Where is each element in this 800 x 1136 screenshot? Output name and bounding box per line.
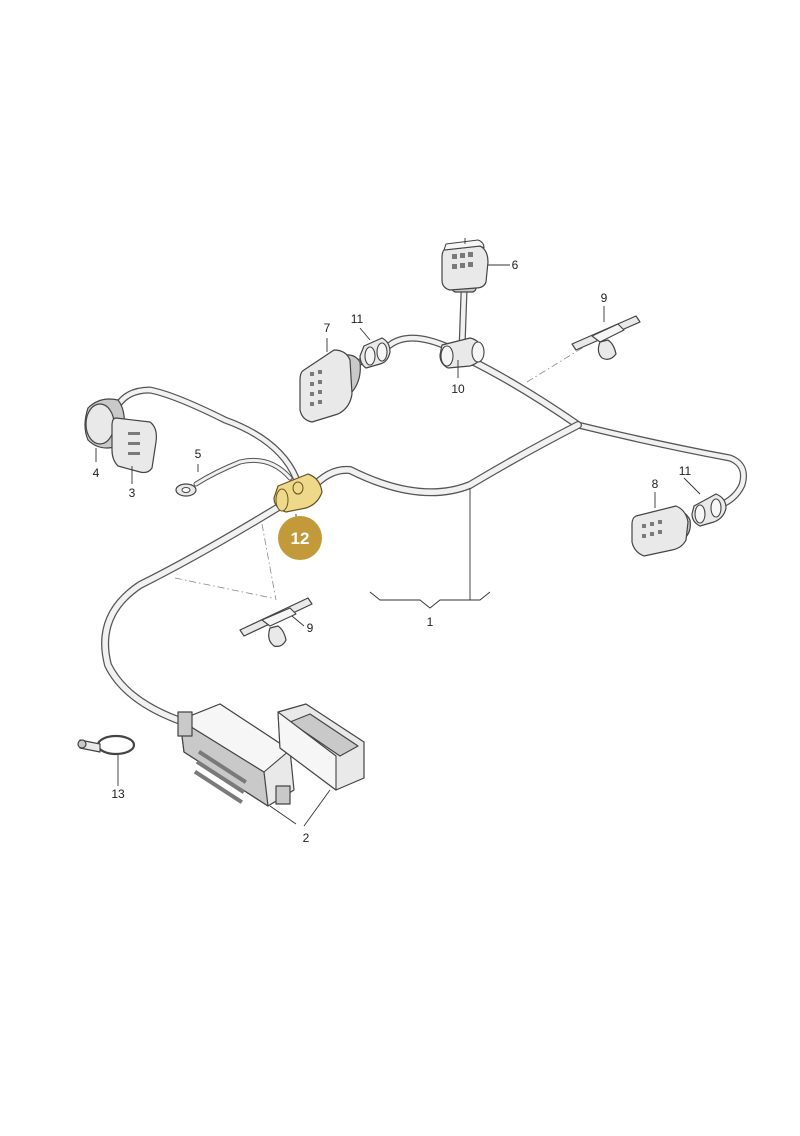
- grommet-junction-10[interactable]: [439, 337, 485, 369]
- ground-ring-terminal-5[interactable]: [175, 483, 197, 497]
- harness-bracket: [369, 488, 491, 609]
- ref-line-clip-lower-a: [174, 577, 273, 599]
- cable-tie-13[interactable]: [77, 734, 136, 756]
- label-12: 12: [291, 529, 310, 548]
- connector-7[interactable]: [299, 349, 361, 423]
- label-9-lower: 9: [307, 621, 314, 635]
- clip-9-lower[interactable]: [239, 597, 313, 647]
- label-11-left: 11: [351, 312, 364, 326]
- label-9-upper: 9: [601, 291, 608, 305]
- connector-6[interactable]: [441, 239, 489, 293]
- control-unit-2[interactable]: [177, 703, 295, 807]
- control-unit-cover[interactable]: [277, 703, 365, 791]
- grommet-11-left[interactable]: [359, 337, 391, 369]
- label-3: 3: [129, 486, 136, 500]
- label-4: 4: [93, 466, 100, 480]
- reference-lines: [174, 336, 601, 601]
- highlight-badge-12[interactable]: 12: [278, 516, 322, 560]
- connector-3[interactable]: [111, 417, 157, 474]
- connector-8[interactable]: [631, 505, 691, 557]
- label-6: 6: [512, 258, 519, 272]
- label-7: 7: [324, 321, 331, 335]
- label-5: 5: [195, 447, 202, 461]
- label-13: 13: [111, 787, 125, 801]
- highlighted-holder-12[interactable]: [273, 473, 323, 513]
- grommet-11-right[interactable]: [691, 493, 727, 527]
- wire-harness: [101, 288, 747, 724]
- label-2: 2: [303, 831, 310, 845]
- part-labels: 1 2 3 4 5 6 7 8 9 9 10 11 11 13: [93, 258, 692, 845]
- ref-line-clip-lower-b: [261, 523, 277, 601]
- label-11-right: 11: [679, 464, 692, 478]
- label-1: 1: [427, 615, 434, 629]
- label-8: 8: [652, 477, 659, 491]
- label-10: 10: [451, 382, 465, 396]
- clip-9-upper[interactable]: [571, 315, 641, 360]
